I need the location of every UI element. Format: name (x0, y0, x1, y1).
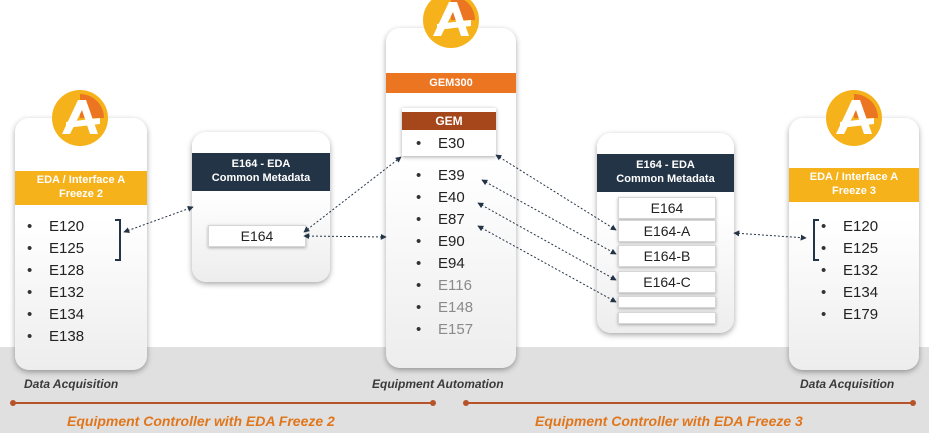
eda-freeze2-list: E120 E125 E128 E132 E134 E138 (21, 216, 84, 348)
e164c-box: E164-C (618, 271, 716, 293)
e164b-box: E164-B (618, 245, 716, 267)
list-item: E134 (21, 304, 84, 326)
gem300-header: GEM300 (386, 73, 516, 93)
arrow-e164-gem300 (303, 233, 387, 240)
gem-list: E30 (410, 133, 465, 155)
controller-freeze2-label: Equipment Controller with EDA Freeze 2 (67, 413, 335, 429)
list-item: E90 (410, 231, 473, 253)
list-item: E134 (815, 282, 878, 304)
center-section-label: Equipment Automation (372, 377, 504, 391)
e164a-box: E164-A (618, 220, 716, 242)
e164-box: E164 (208, 225, 306, 247)
list-item: E39 (410, 165, 473, 187)
line-endpoint (430, 400, 436, 406)
left-bracket (813, 219, 819, 261)
eda-freeze3-header-line1: EDA / Interface A (809, 171, 899, 183)
list-item: E157 (410, 319, 473, 341)
list-item: E125 (21, 238, 84, 260)
arrow-metadata-freeze3 (733, 230, 807, 241)
controller-line-right (466, 402, 914, 404)
list-item: E40 (410, 187, 473, 209)
gem300-list: E39 E40 E87 E90 E94 E116 E148 E157 (410, 165, 473, 341)
gem-group: GEM E30 (402, 108, 496, 156)
list-item: E120 (815, 216, 878, 238)
list-item: E94 (410, 253, 473, 275)
metadata-right-header: E164 - EDA Common Metadata (597, 154, 734, 192)
list-item: E148 (410, 297, 473, 319)
metadata-right-header-line2: Common Metadata (616, 173, 715, 185)
eda-freeze3-card: EDA / Interface A Freeze 3 E120 E125 E13… (789, 118, 919, 370)
list-item: E128 (21, 260, 84, 282)
list-item: E179 (815, 304, 878, 326)
cimetrix-logo (52, 90, 108, 146)
right-section-label: Data Acquisition (800, 377, 895, 391)
controller-line-left (13, 402, 433, 404)
eda-freeze3-header-line2: Freeze 3 (831, 185, 877, 197)
list-item: E132 (815, 260, 878, 282)
metadata-right-header-line1: E164 - EDA (636, 159, 695, 171)
eda-freeze2-header-line1: EDA / Interface A (36, 174, 126, 186)
gem-header: GEM (402, 112, 496, 130)
arrow-freeze2-metadata (123, 205, 194, 234)
eda-freeze3-header: EDA / Interface A Freeze 3 (789, 168, 919, 202)
left-section-label: Data Acquisition (24, 377, 119, 391)
list-item: E125 (815, 238, 878, 260)
list-item: E87 (410, 209, 473, 231)
list-item: E120 (21, 216, 84, 238)
metadata-left-header-line2: Common Metadata (211, 172, 311, 184)
eda-freeze2-card: EDA / Interface A Freeze 2 E120 E125 E12… (15, 118, 147, 370)
metadata-left-header-line1: E164 - EDA (231, 158, 291, 170)
arrow-e40-e164c (477, 202, 617, 281)
line-endpoint (910, 400, 916, 406)
cimetrix-logo (423, 0, 479, 48)
controller-freeze3-label: Equipment Controller with EDA Freeze 3 (535, 413, 803, 429)
cimetrix-logo (826, 90, 882, 146)
e164-box: E164 (618, 197, 716, 219)
arrow-e164-e30 (303, 156, 402, 233)
blank-box (618, 296, 716, 308)
eda-freeze2-header: EDA / Interface A Freeze 2 (15, 171, 147, 205)
arrow-e87-blank (477, 225, 617, 303)
list-item: E138 (21, 326, 84, 348)
blank-box (618, 312, 716, 324)
arrow-e30-e164a (495, 154, 617, 231)
list-item: E132 (21, 282, 84, 304)
eda-freeze2-header-line2: Freeze 2 (58, 188, 104, 200)
list-item: E116 (410, 275, 473, 297)
eda-freeze3-list: E120 E125 E132 E134 E179 (815, 216, 878, 326)
right-bracket (115, 219, 121, 261)
list-item: E30 (410, 133, 465, 155)
